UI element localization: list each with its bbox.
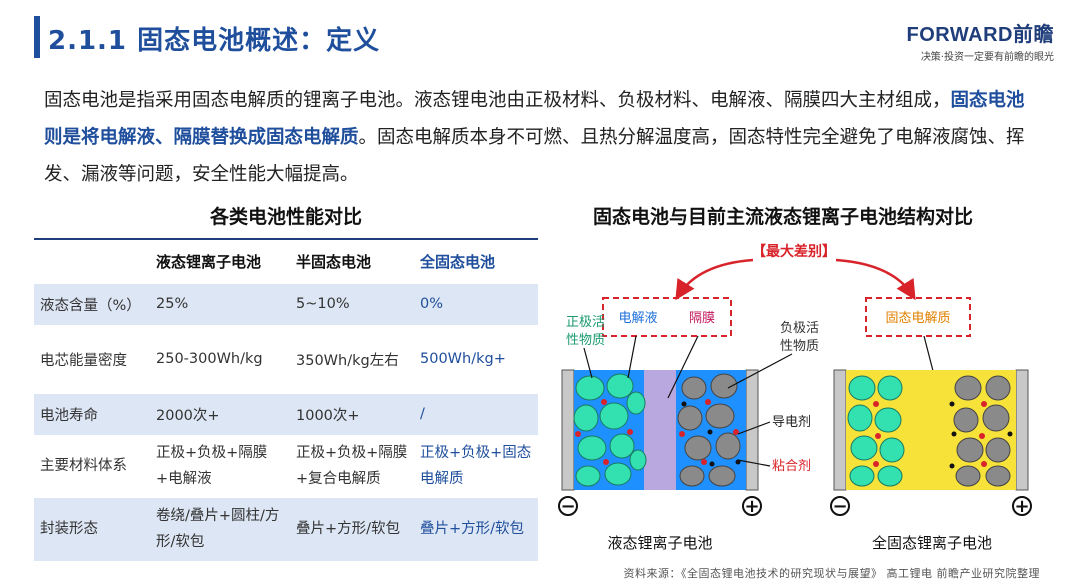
plus-sign-left: + xyxy=(744,496,759,517)
liquid-battery xyxy=(561,369,759,491)
anode-label-1: 负极活 xyxy=(780,321,819,336)
title-accent-bar xyxy=(34,16,40,58)
intro-text-1: 固态电池是指采用固态电解质的锂离子电池。液态锂电池由正极材料、负极材料、电解液、… xyxy=(44,90,951,111)
cell-all-solid: 正极+负极+固态电解质 xyxy=(416,434,538,497)
cell-liquid: 卷绕/叠片+圆柱/方形/软包 xyxy=(152,496,292,561)
cell-liquid: 25% xyxy=(152,282,292,325)
logo-slogan: 决策·投资一定要有前瞻的眼光 xyxy=(920,52,1054,63)
table-row: 主要材料体系 正极+负极+隔膜+电解液 正极+负极+隔膜+复合电解质 正极+负极… xyxy=(34,434,538,497)
cell-liquid: 正极+负极+隔膜+电解液 xyxy=(152,434,292,497)
solid-electrolyte-box xyxy=(865,297,971,337)
cell-all-solid: / xyxy=(416,392,538,435)
table-row: 封装形态 卷绕/叠片+圆柱/方形/软包 叠片+方形/软包 叠片+方形/软包 xyxy=(34,496,538,561)
cell-liquid: 250-300Wh/kg xyxy=(152,324,292,393)
cell-semi: 1000次+ xyxy=(292,392,416,435)
logo-wordmark: FORWARD前瞻 xyxy=(906,24,1054,46)
minus-terminal-icon xyxy=(558,496,578,516)
cell-semi: 350Wh/kg左右 xyxy=(292,324,416,393)
separator-fill xyxy=(644,370,676,490)
cell-semi: 5~10% xyxy=(292,282,416,325)
header-cell-liquid: 液态锂离子电池 xyxy=(152,238,292,283)
anode-label-2: 性物质 xyxy=(780,339,819,354)
brand-logo: FORWARD前瞻 决策·投资一定要有前瞻的眼光 xyxy=(907,18,1054,63)
electrolyte-label: 电解液 xyxy=(618,311,657,326)
table-row: 液态含量（%） 25% 5~10% 0% xyxy=(34,282,538,325)
conductive-label: 导电剂 xyxy=(772,415,811,430)
minus-sign-left: − xyxy=(560,496,575,517)
solid-battery-caption: 全固态锂离子电池 xyxy=(872,534,992,552)
diff-arrow-left xyxy=(675,258,754,301)
binder-label: 粘合剂 xyxy=(772,459,811,474)
cell-semi: 叠片+方形/软包 xyxy=(292,496,416,561)
cell-all-solid: 500Wh/kg+ xyxy=(416,324,538,393)
row-label: 电池寿命 xyxy=(34,392,152,435)
header-cell-semi: 半固态电池 xyxy=(292,238,416,283)
minus-sign-right: − xyxy=(832,496,847,517)
source-note: 资料来源：《全固态锂电池技术的研究现状与展望》 高工锂电 前瞻产业研究院整理 xyxy=(623,567,1040,580)
biggest-diff-label: 【最大差别】 xyxy=(752,243,836,260)
performance-table: 液态锂离子电池 半固态电池 全固态电池 液态含量（%） 25% 5~10% 0%… xyxy=(34,238,538,561)
table-title: 各类电池性能对比 xyxy=(209,206,362,228)
cathode-label-2: 性物质 xyxy=(566,333,605,348)
cell-semi: 正极+负极+隔膜+复合电解质 xyxy=(292,434,416,497)
minus-terminal-icon xyxy=(830,496,850,516)
diff-arrow-right xyxy=(835,258,916,301)
header-cell-empty xyxy=(34,238,152,283)
cathode-label-1: 正极活 xyxy=(566,315,605,330)
plus-terminal-icon xyxy=(742,496,762,516)
separator-label: 隔膜 xyxy=(689,311,715,326)
cell-all-solid: 0% xyxy=(416,282,538,325)
battery-structure-figure: 【最大差别】 电解液 隔膜 固态电解质 正极活 性物质 负极活 性物质 xyxy=(548,238,1042,560)
plus-terminal-icon xyxy=(1012,496,1032,516)
cell-all-solid: 叠片+方形/软包 xyxy=(416,496,538,561)
row-label: 液态含量（%） xyxy=(34,282,152,325)
page-title: 2.1.1 固态电池概述：定义 xyxy=(48,26,381,56)
structure-diagram: 【最大差别】 电解液 隔膜 固态电解质 正极活 性物质 负极活 性物质 xyxy=(558,243,1032,552)
intro-paragraph: 固态电池是指采用固态电解质的锂离子电池。液态锂电池由正极材料、负极材料、电解液、… xyxy=(44,82,1034,193)
solid-battery xyxy=(833,369,1029,491)
plus-sign-right: + xyxy=(1014,496,1029,517)
header-cell-all-solid: 全固态电池 xyxy=(416,238,538,283)
table-row: 电池寿命 2000次+ 1000次+ / xyxy=(34,392,538,435)
liquid-battery-caption: 液态锂离子电池 xyxy=(607,534,712,552)
intro-highlight: 固态电池则是将电解液、隔膜替换成固态电解质 xyxy=(44,90,1025,148)
row-label: 封装形态 xyxy=(34,496,152,561)
row-label: 主要材料体系 xyxy=(34,434,152,497)
figure-title: 固态电池与目前主流液态锂离子电池结构对比 xyxy=(592,206,973,228)
cell-liquid: 2000次+ xyxy=(152,392,292,435)
solid-electrolyte-label: 固态电解质 xyxy=(885,311,950,326)
row-label: 电芯能量密度 xyxy=(34,324,152,393)
intro-text-2: 。固态电解质本身不可燃、且热分解温度高，固态特性完全避免了电解液腐蚀、挥发、漏液… xyxy=(44,127,1025,185)
electrolyte-separator-box xyxy=(602,297,732,337)
table-row: 电芯能量密度 250-300Wh/kg 350Wh/kg左右 500Wh/kg+ xyxy=(34,324,538,393)
